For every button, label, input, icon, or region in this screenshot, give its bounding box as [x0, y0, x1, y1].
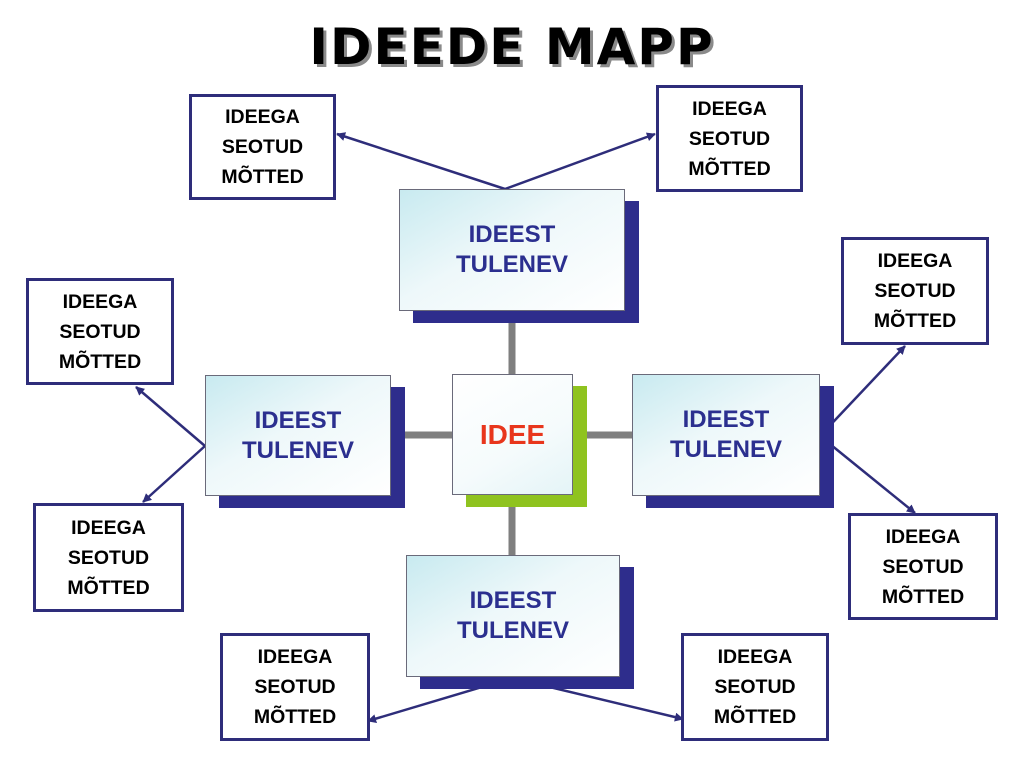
related-thoughts-top-left: IDEEGA SEOTUD MÕTTED: [189, 94, 336, 200]
derived-node-top: IDEEST TULENEV: [399, 189, 625, 311]
related-thoughts-right-lower: IDEEGA SEOTUD MÕTTED: [848, 513, 998, 620]
related-thoughts-label: IDEEGA SEOTUD MÕTTED: [713, 646, 797, 728]
related-thoughts-left-upper: IDEEGA SEOTUD MÕTTED: [26, 278, 174, 385]
arrow-links: [135, 132, 916, 723]
arrow-right-up: [819, 345, 906, 437]
center-idea-node: IDEE: [452, 374, 573, 495]
related-thoughts-label: IDEEGA SEOTUD MÕTTED: [873, 250, 957, 332]
related-thoughts-label: IDEEGA SEOTUD MÕTTED: [58, 290, 142, 373]
derived-node-label: IDEEST TULENEV: [241, 406, 354, 464]
derived-node-label: IDEEST TULENEV: [669, 406, 782, 463]
related-thoughts-label: IDEEGA SEOTUD MÕTTED: [881, 525, 965, 608]
related-thoughts-left-lower: IDEEGA SEOTUD MÕTTED: [33, 503, 184, 612]
related-thoughts-label: IDEEGA SEOTUD MÕTTED: [67, 516, 150, 599]
arrow-left-down: [142, 445, 206, 503]
center-links: [404, 318, 632, 555]
center-idea-label: IDEE: [479, 418, 546, 450]
related-thoughts-label: IDEEGA SEOTUD MÕTTED: [221, 106, 304, 188]
related-thoughts-label: IDEEGA SEOTUD MÕTTED: [253, 646, 337, 728]
related-thoughts-top-right: IDEEGA SEOTUD MÕTTED: [656, 85, 803, 192]
derived-node-bottom: IDEEST TULENEV: [406, 555, 620, 677]
arrow-bottom-right: [511, 676, 684, 722]
arrow-right-down: [819, 435, 916, 514]
related-thoughts-bottom-right: IDEEGA SEOTUD MÕTTED: [681, 633, 829, 741]
derived-node-left: IDEEST TULENEV: [205, 375, 391, 496]
derived-node-label: IDEEST TULENEV: [455, 221, 568, 278]
related-thoughts-right-upper: IDEEGA SEOTUD MÕTTED: [841, 237, 989, 345]
derived-node-label: IDEEST TULENEV: [456, 587, 569, 644]
arrow-top-left: [336, 132, 506, 191]
arrow-bottom-left: [367, 676, 513, 723]
related-thoughts-bottom-left: IDEEGA SEOTUD MÕTTED: [220, 633, 370, 741]
arrow-left-up: [135, 386, 206, 447]
related-thoughts-label: IDEEGA SEOTUD MÕTTED: [688, 97, 771, 180]
derived-node-right: IDEEST TULENEV: [632, 374, 820, 496]
arrow-top-right: [504, 132, 656, 191]
page-title: IDEEDE MAPP: [309, 18, 715, 76]
